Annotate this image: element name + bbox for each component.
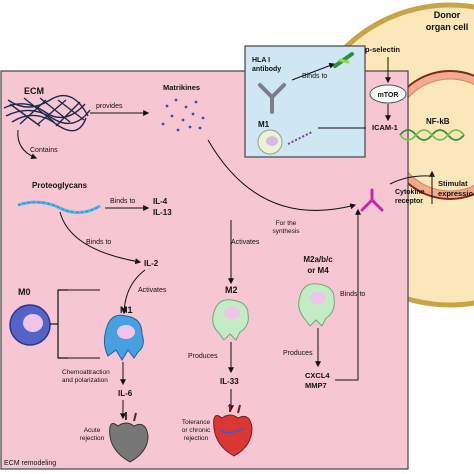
- donor-label-1: Donor: [434, 10, 461, 20]
- icam-ligand: [287, 131, 313, 145]
- contains-label: Contains: [30, 147, 58, 154]
- binds-to-top-arrow: [291, 62, 336, 81]
- activates-m1-arrow: [121, 269, 146, 315]
- receptor-nucleus-line: [389, 175, 431, 185]
- cytokine-label-1: Cytokine: [395, 189, 425, 196]
- tolerance-label-3: rejection: [184, 435, 209, 442]
- m2-label: M2: [225, 285, 238, 295]
- p-selectin-receptor-icon: [333, 52, 354, 68]
- hla-label-2: antibody: [252, 66, 281, 73]
- m1-label: M1: [120, 305, 133, 315]
- cytokine-label-2: receptor: [395, 198, 423, 205]
- dna-helix-icon: [399, 129, 465, 141]
- cytokine-receptor-icon: [360, 188, 384, 212]
- mmp7-label: MMP7: [305, 381, 327, 390]
- provides-label: provides: [96, 103, 123, 110]
- m2abc-label-1: M2a/b/c: [303, 255, 333, 264]
- m2-macrophage-icon: [212, 299, 249, 341]
- acute-label-1: Acute: [84, 427, 101, 434]
- acute-label-2: rejection: [80, 435, 105, 442]
- il13-label: IL-13: [153, 208, 172, 217]
- il2-label: IL-2: [144, 259, 159, 268]
- stimulates-label-1: Stimulat: [438, 179, 468, 188]
- m0-macrophage-icon: [9, 304, 51, 346]
- synthesis-arrow: [207, 139, 357, 211]
- m4-macrophage-icon: [298, 283, 335, 327]
- produces-m4-label: Produces: [283, 350, 313, 357]
- binds-to-il2-arrow: [59, 211, 142, 265]
- binds-to-il2-label: Binds to: [86, 239, 111, 246]
- il6-label: IL-6: [118, 389, 133, 398]
- acute-heart-icon: [109, 412, 149, 463]
- m1-macrophage-icon: [103, 314, 144, 361]
- donor-label-2: organ cell: [426, 22, 469, 32]
- tolerance-heart-icon: [213, 404, 253, 457]
- activates-m2-label: Activates: [231, 239, 260, 246]
- synthesis-label-1: For the: [276, 220, 297, 227]
- ecm-fiber-mesh-icon: [3, 94, 91, 132]
- binds-to-right-label: Binds to: [340, 291, 365, 298]
- matrikine-dots-icon: [161, 98, 205, 132]
- m0-label: M0: [18, 287, 31, 297]
- tolerance-label-2: or chronic: [182, 427, 211, 434]
- matrikines-label: Matrikines: [163, 83, 200, 92]
- proteoglycan-chain-icon: [17, 200, 101, 214]
- tolerance-label-1: Tolerance: [182, 419, 211, 426]
- icam1-label: ICAM-1: [372, 123, 398, 132]
- binds-to-il4-label: Binds to: [110, 198, 135, 205]
- nfkb-label: NF-kB: [426, 117, 450, 126]
- cxcl4-label: CXCL4: [305, 371, 330, 380]
- synthesis-label-2: synthesis: [272, 228, 300, 235]
- chemo-label-1: Chemoattraction: [62, 369, 110, 376]
- produces-m2-label: Produces: [188, 353, 218, 360]
- chemo-label-2: and polarization: [62, 377, 108, 384]
- ecm-remodeling-label: ECM remodeling: [4, 460, 56, 467]
- m1-top-label: M1: [258, 120, 270, 129]
- p-selectin-label: p-selectin: [365, 45, 400, 54]
- m2abc-label-2: or M4: [307, 266, 329, 275]
- hla-label-1: HLA I: [252, 57, 270, 64]
- il4-label: IL-4: [153, 197, 168, 206]
- activates-m1-label: Activates: [138, 287, 167, 294]
- stimulates-label-2: expressio: [438, 189, 473, 198]
- m1-top-macrophage-icon: [257, 129, 283, 155]
- contains-arrow: [17, 129, 38, 160]
- binds-to-receptor-arrow: [335, 208, 361, 381]
- ecm-label: ECM: [24, 86, 44, 96]
- mtor-label: mTOR: [378, 92, 399, 99]
- binds-to-top-label: Binds to: [302, 73, 327, 80]
- mtor-oval: [369, 84, 407, 104]
- y-antibody-icon: [258, 83, 286, 114]
- proteoglycans-label: Proteoglycans: [32, 181, 88, 190]
- il33-label: IL-33: [220, 377, 239, 386]
